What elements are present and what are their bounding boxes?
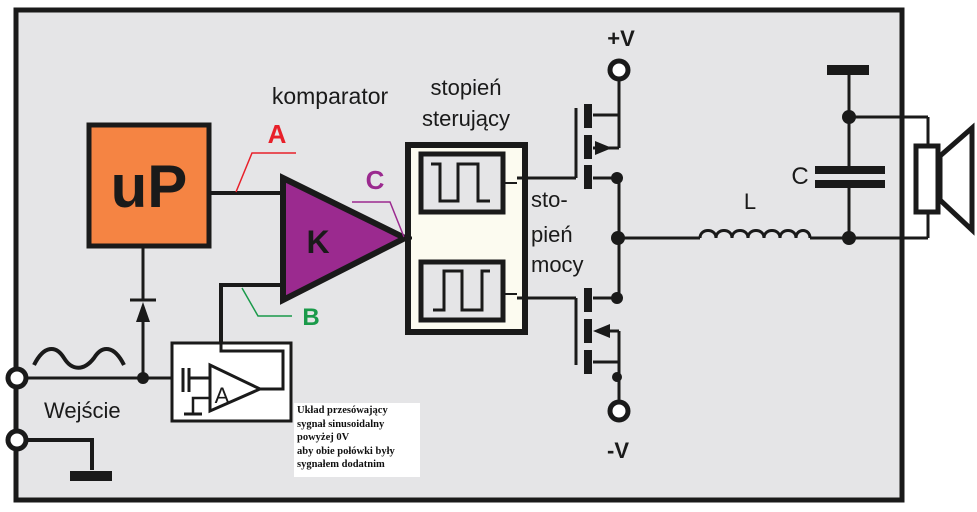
pointer-b <box>241 287 292 317</box>
note-line: sygnał sinusoidalny <box>297 418 385 430</box>
driver-stage-title-line1: stopień <box>431 75 502 100</box>
note-line: aby obie połówki były <box>297 445 395 457</box>
power-stage-label-line1: sto- <box>531 187 568 212</box>
comparator-symbol: K <box>306 224 329 260</box>
input-terminal-signal <box>5 366 29 390</box>
amplifier-triangle <box>208 362 264 414</box>
microprocessor-label: uP <box>111 153 188 220</box>
label-point-b: B <box>302 304 319 331</box>
pulse-wave-upper-icon <box>431 162 490 203</box>
minus-v-label: -V <box>607 438 629 463</box>
level-shifter-note: Układ przesówający sygnał sinusoidalny p… <box>294 403 420 477</box>
feedback-loop-wire <box>219 343 285 391</box>
power-stage-label-line3: mocy <box>531 252 584 277</box>
driver-stage-title-line2: sterujący <box>422 106 510 131</box>
amp-ground-wire <box>191 396 210 414</box>
ground-wire <box>26 438 94 470</box>
pointer-c <box>352 201 405 238</box>
microprocessor-block <box>86 122 212 249</box>
capacitor-label: C <box>791 163 808 190</box>
level-shifter-to-comparator-wire <box>219 283 283 343</box>
speaker-icon <box>913 117 975 238</box>
sine-wave-icon <box>32 347 126 370</box>
pulse-wave-lower-icon <box>433 269 490 312</box>
note-line: Układ przesówający <box>297 405 388 416</box>
minus-v-terminal <box>607 399 631 423</box>
lower-mosfet <box>517 288 623 400</box>
arrow-up-icon <box>136 302 150 322</box>
comparator-title: komparator <box>272 83 389 109</box>
note-line: powyżej 0V <box>297 432 350 443</box>
input-terminal-ground <box>5 428 29 452</box>
inductor-coil <box>698 229 812 239</box>
plus-v-terminal <box>607 58 631 82</box>
comparator-triangle <box>280 173 412 305</box>
power-stage-label-line2: pień <box>531 222 573 247</box>
pointer-a <box>235 152 296 193</box>
amplifier-label: A <box>215 383 230 408</box>
label-point-c: C <box>366 165 385 195</box>
ground-symbol <box>70 471 112 481</box>
note-line: sygnałem dodatnim <box>297 459 385 470</box>
filter-ground-symbol <box>827 65 869 75</box>
inductor-label: L <box>744 189 756 214</box>
capacitor-plate-upper <box>815 166 885 174</box>
input-label: Wejście <box>44 398 121 423</box>
label-point-a: A <box>268 119 287 149</box>
capacitor-plate-lower <box>815 180 885 188</box>
plus-v-label: +V <box>607 26 635 51</box>
